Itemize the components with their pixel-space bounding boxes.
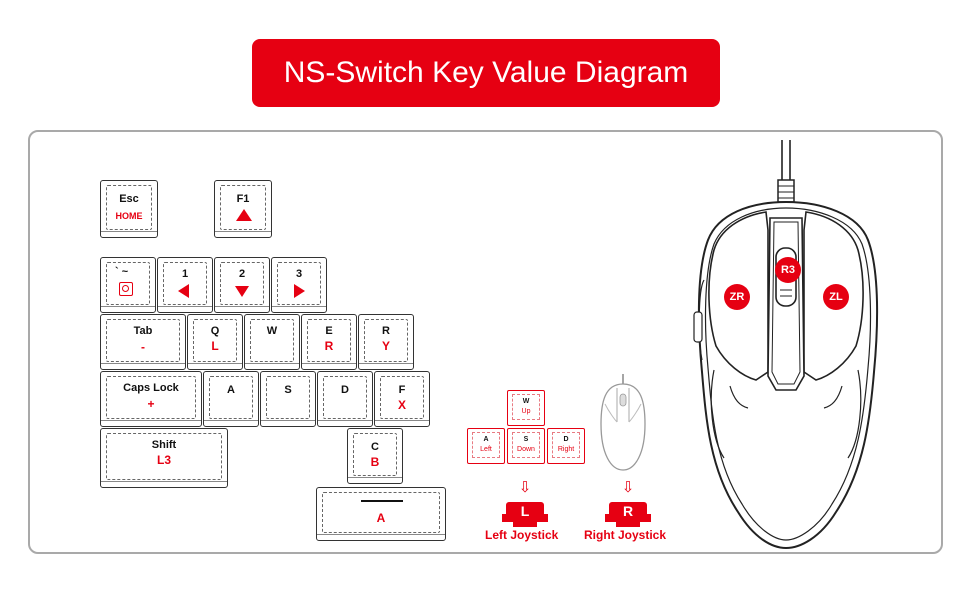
key-q-label: Q bbox=[210, 325, 220, 337]
key-q: Q L bbox=[187, 314, 243, 370]
key-s: S bbox=[260, 371, 316, 427]
dpad-left-icon bbox=[178, 284, 189, 298]
wasd-s-label: S bbox=[523, 436, 529, 443]
wasd-s-mapping: Down bbox=[517, 446, 535, 453]
wasd-key-a: A Left bbox=[467, 428, 505, 464]
key-1-label: 1 bbox=[181, 268, 189, 280]
key-w: W bbox=[244, 314, 300, 370]
space-bar-line bbox=[361, 500, 403, 502]
wasd-key-s: S Down bbox=[507, 428, 545, 464]
key-tab-mapping: - bbox=[141, 340, 145, 354]
right-joystick-letter: R bbox=[622, 503, 634, 519]
wasd-d-mapping: Right bbox=[557, 446, 575, 453]
wasd-key-d: D Right bbox=[547, 428, 585, 464]
key-a: A bbox=[203, 371, 259, 427]
mouse-zr-badge: ZR bbox=[724, 284, 750, 310]
key-r: R Y bbox=[358, 314, 414, 370]
key-f: F X bbox=[374, 371, 430, 427]
wasd-key-w: W Up bbox=[507, 390, 545, 426]
key-e-label: E bbox=[325, 325, 333, 337]
wasd-d-label: D bbox=[563, 436, 569, 443]
key-esc-label: Esc bbox=[119, 193, 139, 205]
key-e: E R bbox=[301, 314, 357, 370]
key-d: D bbox=[317, 371, 373, 427]
small-mouse-icon bbox=[600, 374, 646, 471]
key-c: C B bbox=[347, 428, 403, 484]
right-joystick-label: Right Joystick bbox=[584, 528, 667, 542]
key-caps-lock: Caps Lock + bbox=[100, 371, 202, 427]
key-r-label: R bbox=[382, 325, 390, 337]
wasd-w-mapping: Up bbox=[521, 408, 531, 415]
key-f1-label: F1 bbox=[236, 193, 250, 205]
mouse-r3-badge: R3 bbox=[775, 257, 801, 283]
key-space: A bbox=[316, 487, 446, 541]
key-3-label: 3 bbox=[295, 268, 303, 280]
key-shift-label: Shift bbox=[151, 439, 177, 451]
mouse-zl-badge: ZL bbox=[823, 284, 849, 310]
dpad-down-icon bbox=[235, 286, 249, 297]
key-2-label: 2 bbox=[238, 268, 246, 280]
key-tab: Tab - bbox=[100, 314, 186, 370]
left-joystick-label: Left Joystick bbox=[485, 528, 559, 542]
gaming-mouse-icon bbox=[693, 140, 879, 550]
key-tilde: ` ~ bbox=[100, 257, 156, 313]
key-tilde-label: ` ~ bbox=[115, 266, 129, 278]
key-d-label: D bbox=[341, 384, 349, 396]
right-joystick-icon bbox=[605, 502, 651, 527]
left-joystick-letter: L bbox=[520, 503, 530, 519]
key-tab-label: Tab bbox=[133, 325, 153, 337]
left-joystick-icon bbox=[502, 502, 548, 527]
key-f1: F1 bbox=[214, 180, 272, 238]
key-3: 3 bbox=[271, 257, 327, 313]
circle-button-icon bbox=[119, 282, 133, 296]
key-c-mapping: B bbox=[370, 455, 380, 469]
key-w-label: W bbox=[266, 325, 278, 337]
key-c-label: C bbox=[371, 441, 379, 453]
arrow-down-icon: ⇩ bbox=[518, 478, 532, 496]
dpad-right-icon bbox=[294, 284, 305, 298]
page-title: NS-Switch Key Value Diagram bbox=[252, 39, 720, 107]
wasd-a-mapping: Left bbox=[480, 446, 492, 453]
key-r-mapping: Y bbox=[381, 339, 390, 353]
dpad-up-icon bbox=[236, 209, 252, 221]
wasd-w-label: W bbox=[522, 398, 530, 405]
wasd-a-label: A bbox=[483, 436, 489, 443]
key-a-label: A bbox=[227, 384, 235, 396]
key-1: 1 bbox=[157, 257, 213, 313]
key-shift-mapping: L3 bbox=[156, 453, 171, 467]
arrow-down-icon: ⇩ bbox=[621, 478, 635, 496]
key-shift: Shift L3 bbox=[100, 428, 228, 488]
key-e-mapping: R bbox=[324, 339, 334, 353]
key-esc-mapping: HOME bbox=[115, 211, 143, 221]
key-esc: Esc HOME bbox=[100, 180, 158, 238]
key-q-mapping: L bbox=[211, 339, 219, 353]
key-caps-label: Caps Lock bbox=[123, 382, 179, 394]
key-space-mapping: A bbox=[376, 511, 386, 525]
key-f-label: F bbox=[398, 384, 406, 396]
key-2: 2 bbox=[214, 257, 270, 313]
key-f-mapping: X bbox=[397, 398, 406, 412]
key-s-label: S bbox=[284, 384, 292, 396]
key-caps-mapping: + bbox=[147, 397, 155, 411]
